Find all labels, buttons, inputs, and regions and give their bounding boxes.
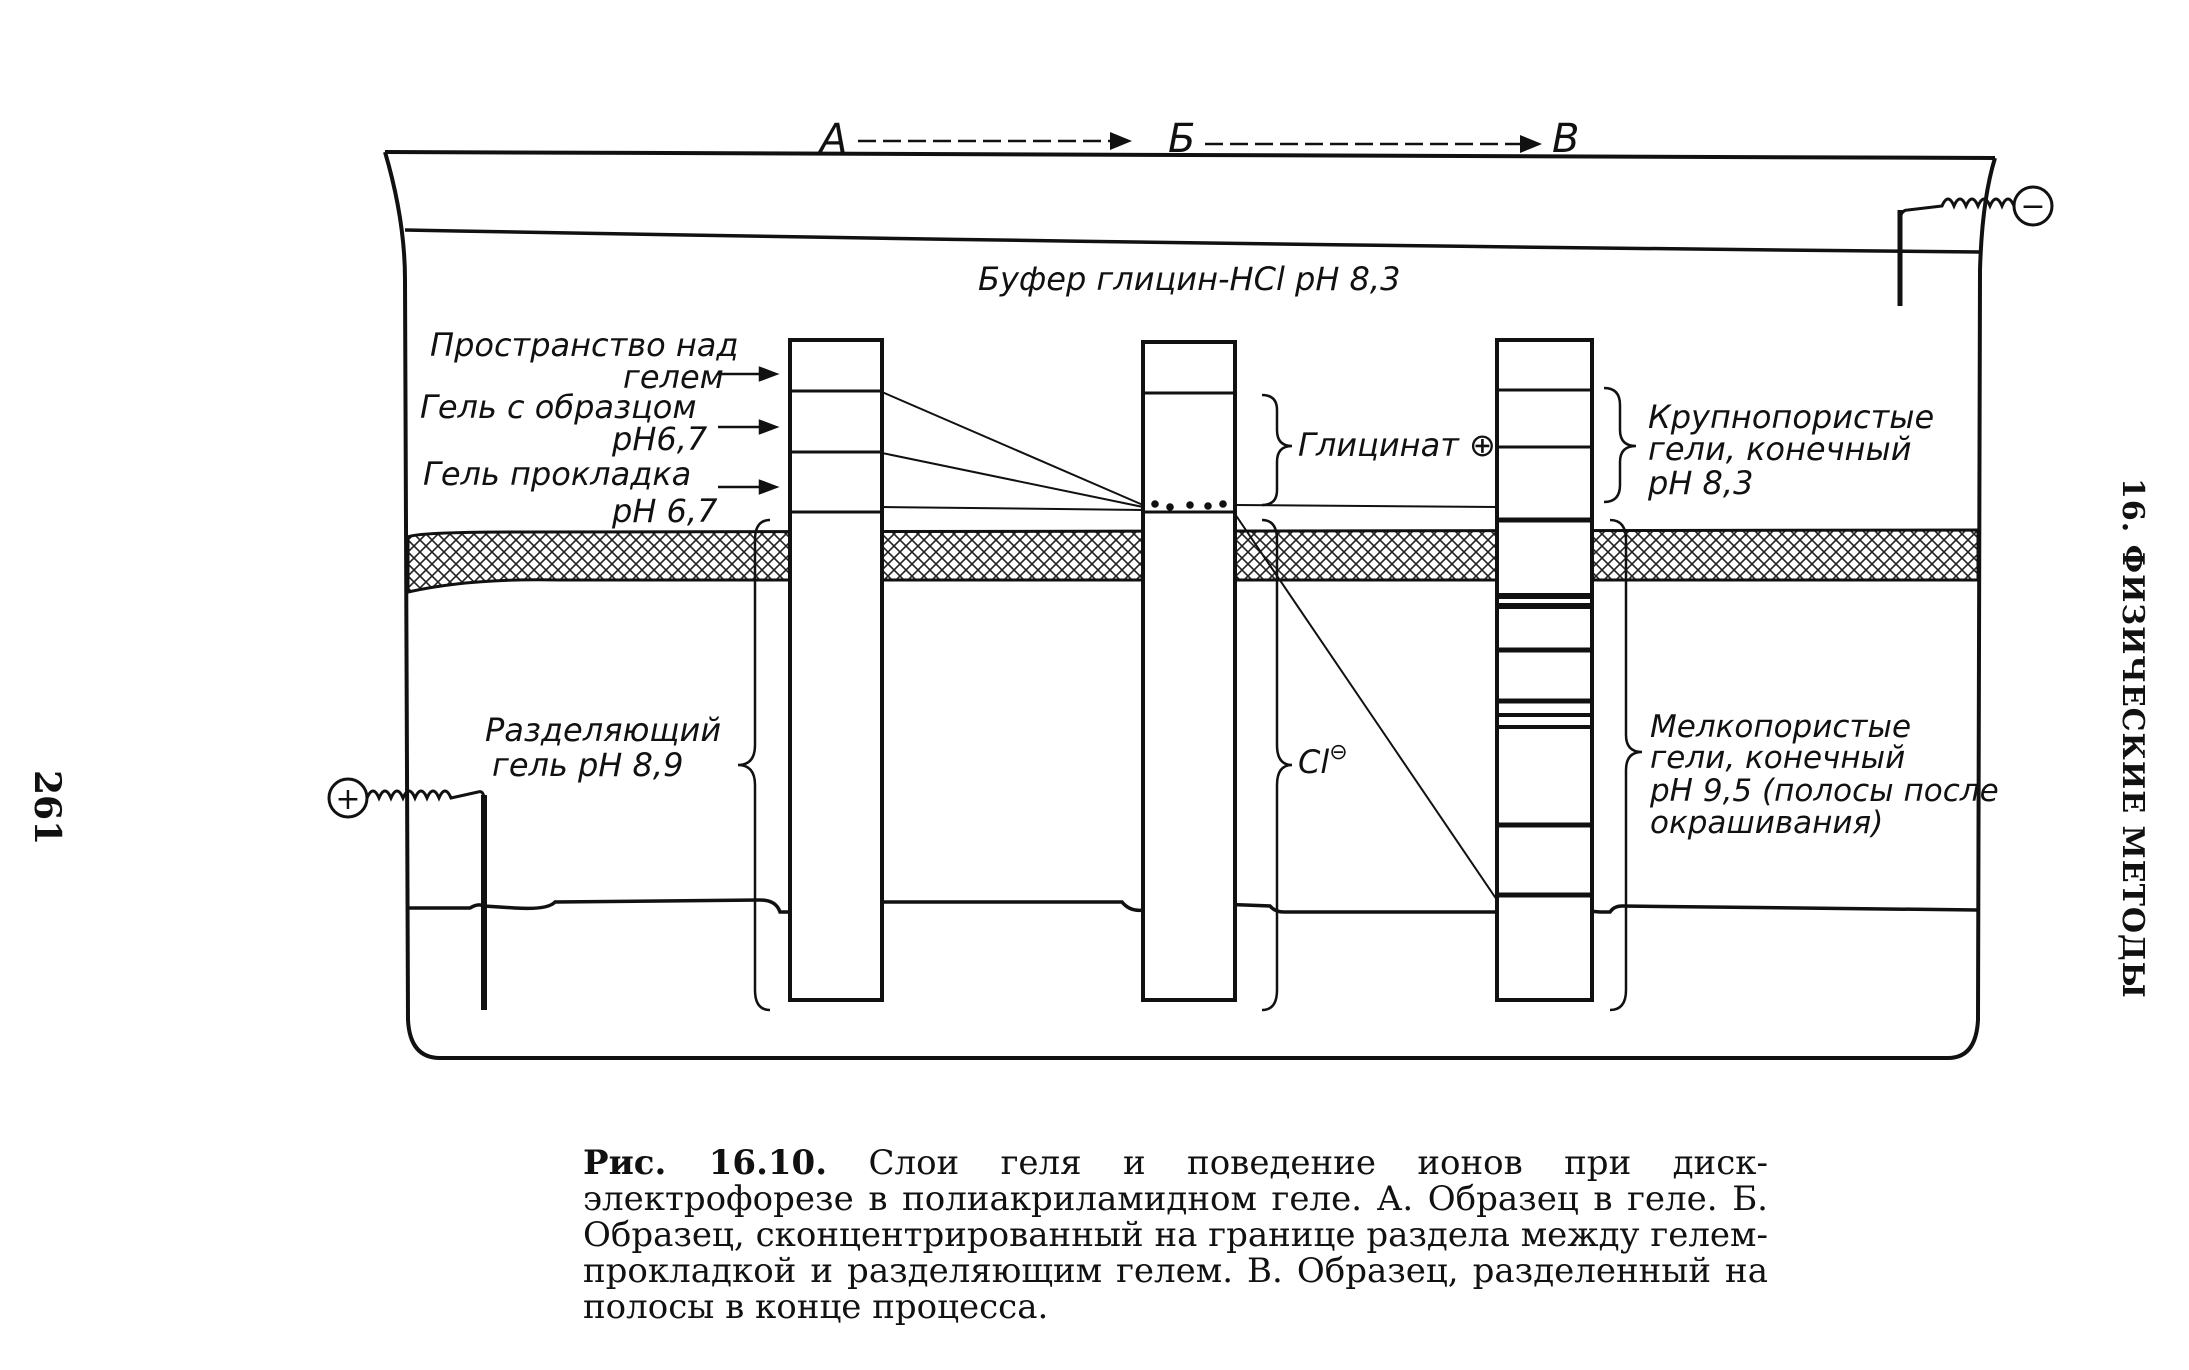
space-label-line2: гелем bbox=[623, 358, 724, 396]
separating-gel-label-line1: Разделяющий bbox=[485, 711, 721, 749]
fine-gel-label-line3: pH 9,5 (полосы после bbox=[1649, 773, 1999, 809]
coarse-gel-brace bbox=[1603, 386, 1637, 504]
buffer-vessel bbox=[383, 150, 1997, 1060]
fine-gel-label-line1: Мелкопористые bbox=[1650, 709, 1911, 745]
anode-electrode: + bbox=[327, 777, 487, 1010]
spacer-gel-label-line1: Гель прокладка bbox=[423, 455, 691, 493]
coarse-gel-label-line1: Крупнопористые bbox=[1648, 398, 1934, 436]
space-label-line1: Пространство над bbox=[430, 326, 739, 364]
gel-tube-b bbox=[1141, 340, 1237, 1002]
separating-gel-brace bbox=[737, 518, 771, 1012]
chloride-brace bbox=[1261, 518, 1293, 1012]
chloride-label: Cl⊖ bbox=[1298, 740, 1348, 781]
stage-c-label: В bbox=[1552, 116, 1579, 162]
running-head: 16. ФИЗИЧЕСКИЕ МЕТОДЫ bbox=[2115, 478, 2150, 999]
sample-gel-label-line1: Гель с образцом bbox=[420, 388, 697, 426]
glycinate-label: Глицинат ⊕ bbox=[1298, 426, 1496, 464]
caption-text: Слои геля и поведение ионов при диск-эле… bbox=[583, 1143, 1768, 1327]
caption-label: Рис. 16.10. bbox=[583, 1143, 828, 1183]
gel-tube-a bbox=[788, 338, 884, 1002]
left-layer-labels: Пространство над гелем Гель с образцом p… bbox=[420, 326, 780, 530]
anode-plus-sign: + bbox=[335, 782, 360, 817]
cathode-minus-sign: − bbox=[2020, 189, 2045, 224]
fine-gel-label-line2: гели, конечный bbox=[1650, 740, 1905, 776]
separating-gel-label-line2: гель pH 8,9 bbox=[492, 746, 683, 784]
spacer-gel-label-line2: pH 6,7 bbox=[611, 492, 718, 530]
buffer-label: Буфер глицин-HCl pH 8,3 bbox=[978, 260, 1400, 298]
glycinate-brace bbox=[1261, 393, 1293, 507]
coarse-gel-label-line2: гели, конечный bbox=[1648, 430, 1912, 468]
sample-gel-label-line2: pH6,7 bbox=[611, 420, 708, 458]
cathode-electrode: − bbox=[1897, 185, 2054, 306]
page-number: 261 bbox=[26, 770, 68, 846]
figure-caption: Рис. 16.10. Слои геля и поведение ионов … bbox=[583, 1145, 1768, 1325]
ion-migration-lines bbox=[881, 391, 1498, 901]
fine-gel-label-line4: окрашивания) bbox=[1650, 805, 1883, 841]
gel-tube-c bbox=[1495, 338, 1594, 1002]
coarse-gel-label-line3: pH 8,3 bbox=[1647, 464, 1753, 502]
fine-gel-brace bbox=[1609, 518, 1643, 1012]
